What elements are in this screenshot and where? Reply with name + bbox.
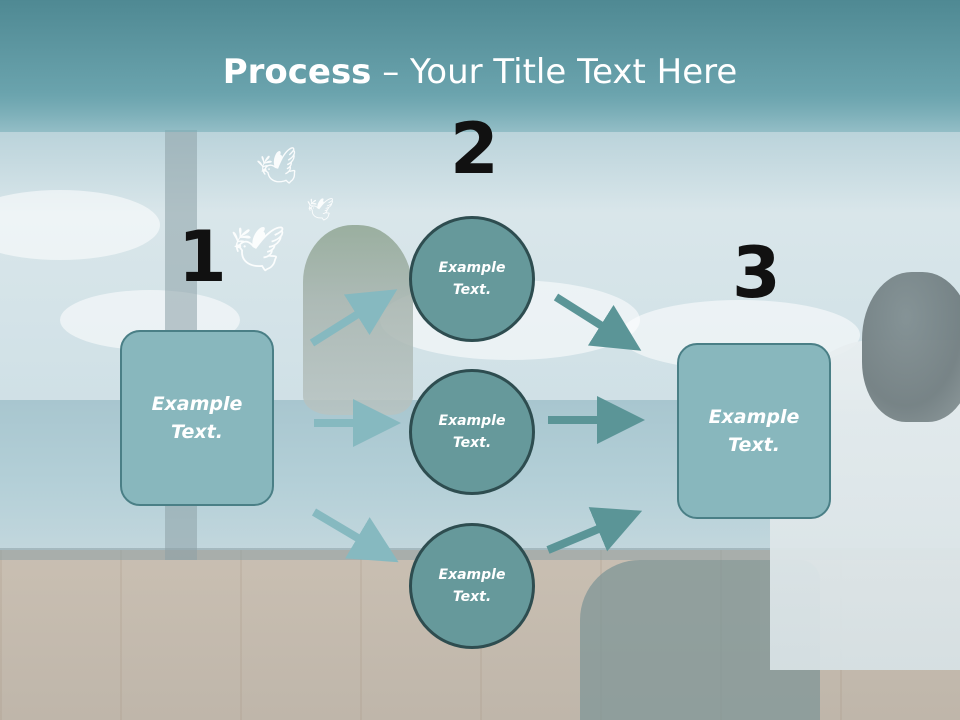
step-number-3: 3 xyxy=(732,232,781,314)
bird-icon: 🕊 xyxy=(253,144,306,194)
cloud xyxy=(0,190,160,260)
right-process-box: Example Text. xyxy=(677,343,831,519)
rock-island-image xyxy=(303,225,413,415)
slide-title: Process – Your Title Text Here xyxy=(0,52,960,92)
left-process-box: Example Text. xyxy=(120,330,274,506)
title-band xyxy=(0,0,960,132)
circle-bottom-text: Example Text. xyxy=(438,566,506,605)
circle-node-top: Example Text. xyxy=(409,216,535,342)
circle-node-middle: Example Text. xyxy=(409,369,535,495)
step-number-1: 1 xyxy=(178,216,227,298)
man-head-image xyxy=(862,272,960,422)
step-number-2: 2 xyxy=(450,108,499,190)
title-rest-part: – Your Title Text Here xyxy=(371,52,738,92)
left-box-text: Example Text. xyxy=(151,392,243,444)
right-box-text: Example Text. xyxy=(708,405,800,457)
circle-top-text: Example Text. xyxy=(438,259,506,298)
title-bold-part: Process xyxy=(222,52,372,92)
circle-middle-text: Example Text. xyxy=(438,412,506,451)
bird-icon: 🕊 xyxy=(230,224,286,275)
circle-node-bottom: Example Text. xyxy=(409,523,535,649)
bird-icon: 🕊 xyxy=(306,198,334,223)
